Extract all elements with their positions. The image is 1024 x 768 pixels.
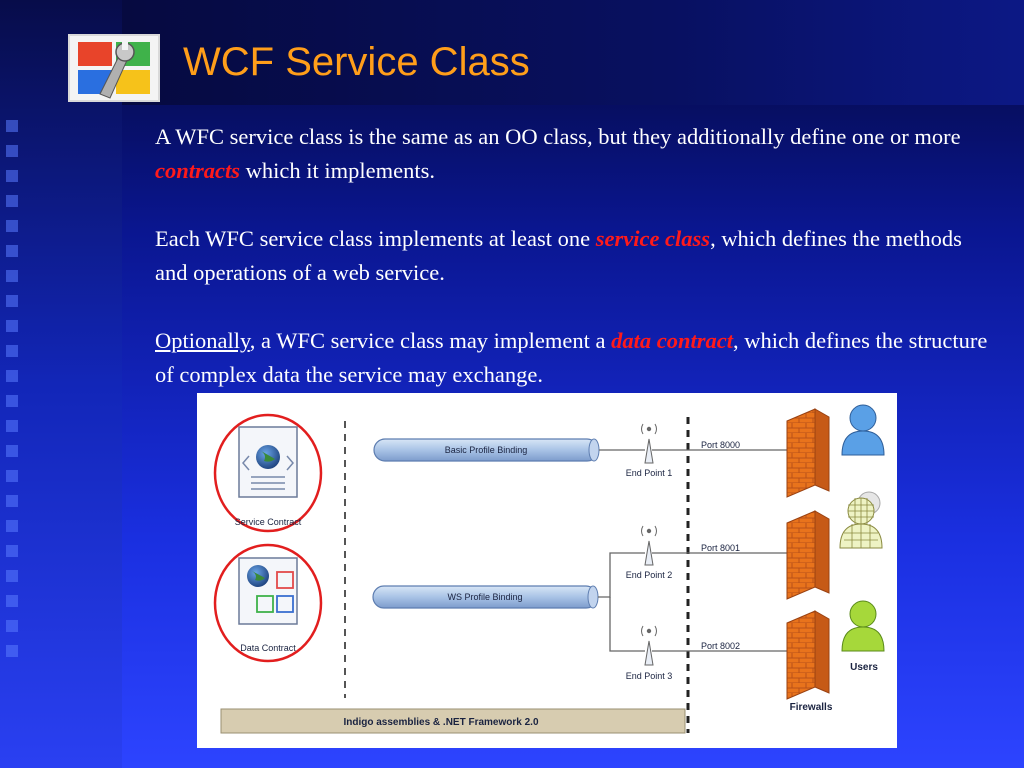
users-label: Users: [850, 662, 878, 673]
top-decor-band: [122, 0, 1024, 105]
service-contract-icon: [213, 413, 323, 533]
basic-profile-binding-pipe: [373, 438, 600, 462]
firewalls-label: Firewalls: [790, 702, 833, 713]
term-data-contract: data contract: [611, 328, 734, 353]
term-contracts: contracts: [155, 158, 241, 183]
basic-profile-binding-label: Basic Profile Binding: [445, 445, 528, 455]
user-3-icon: [841, 600, 885, 652]
firewall-1-icon: [786, 408, 830, 498]
data-contract-icon: [213, 543, 323, 663]
slide-title: WCF Service Class: [183, 40, 530, 84]
paragraph-service-class: Each WFC service class implements at lea…: [155, 226, 962, 285]
framework-bar: [220, 708, 686, 734]
term-optionally: Optionally: [155, 328, 250, 353]
term-service-class: service class: [595, 226, 711, 251]
port-8002-label: Port 8002: [701, 641, 740, 651]
ws-profile-binding-label: WS Profile Binding: [447, 592, 522, 602]
endpoint-2-label: End Point 2: [626, 570, 673, 580]
endpoint-3-label: End Point 3: [626, 671, 673, 681]
port-8001-label: Port 8001: [701, 543, 740, 553]
service-contract-label: Service Contract: [235, 517, 302, 527]
endpoint-3-antenna-icon: [641, 625, 657, 666]
endpoint-2-antenna-icon: [641, 525, 657, 566]
paragraph-data-contract: Optionally, a WFC service class may impl…: [155, 328, 988, 387]
endpoint-1-label: End Point 1: [626, 468, 673, 478]
windows-tools-logo-icon: [68, 34, 160, 102]
framework-label: Indigo assemblies & .NET Framework 2.0: [343, 717, 539, 728]
data-contract-label: Data Contract: [240, 643, 296, 653]
paragraph-contracts: A WFC service class is the same as an OO…: [155, 124, 961, 183]
wcf-architecture-diagram: Service Contract Data Contract Basic Pro…: [197, 393, 897, 748]
decor-squares: [6, 120, 26, 670]
port-8000-label: Port 8000: [701, 440, 740, 450]
slide-body: A WFC service class is the same as an OO…: [155, 120, 995, 426]
endpoint-1-antenna-icon: [641, 423, 657, 464]
connector-lines: [598, 449, 787, 652]
user-2-icon: [839, 491, 883, 549]
firewall-2-icon: [786, 510, 830, 600]
ws-profile-binding-pipe: [372, 585, 599, 609]
left-decor-band: [0, 0, 122, 768]
user-1-icon: [841, 404, 885, 456]
firewall-3-icon: [786, 610, 830, 700]
